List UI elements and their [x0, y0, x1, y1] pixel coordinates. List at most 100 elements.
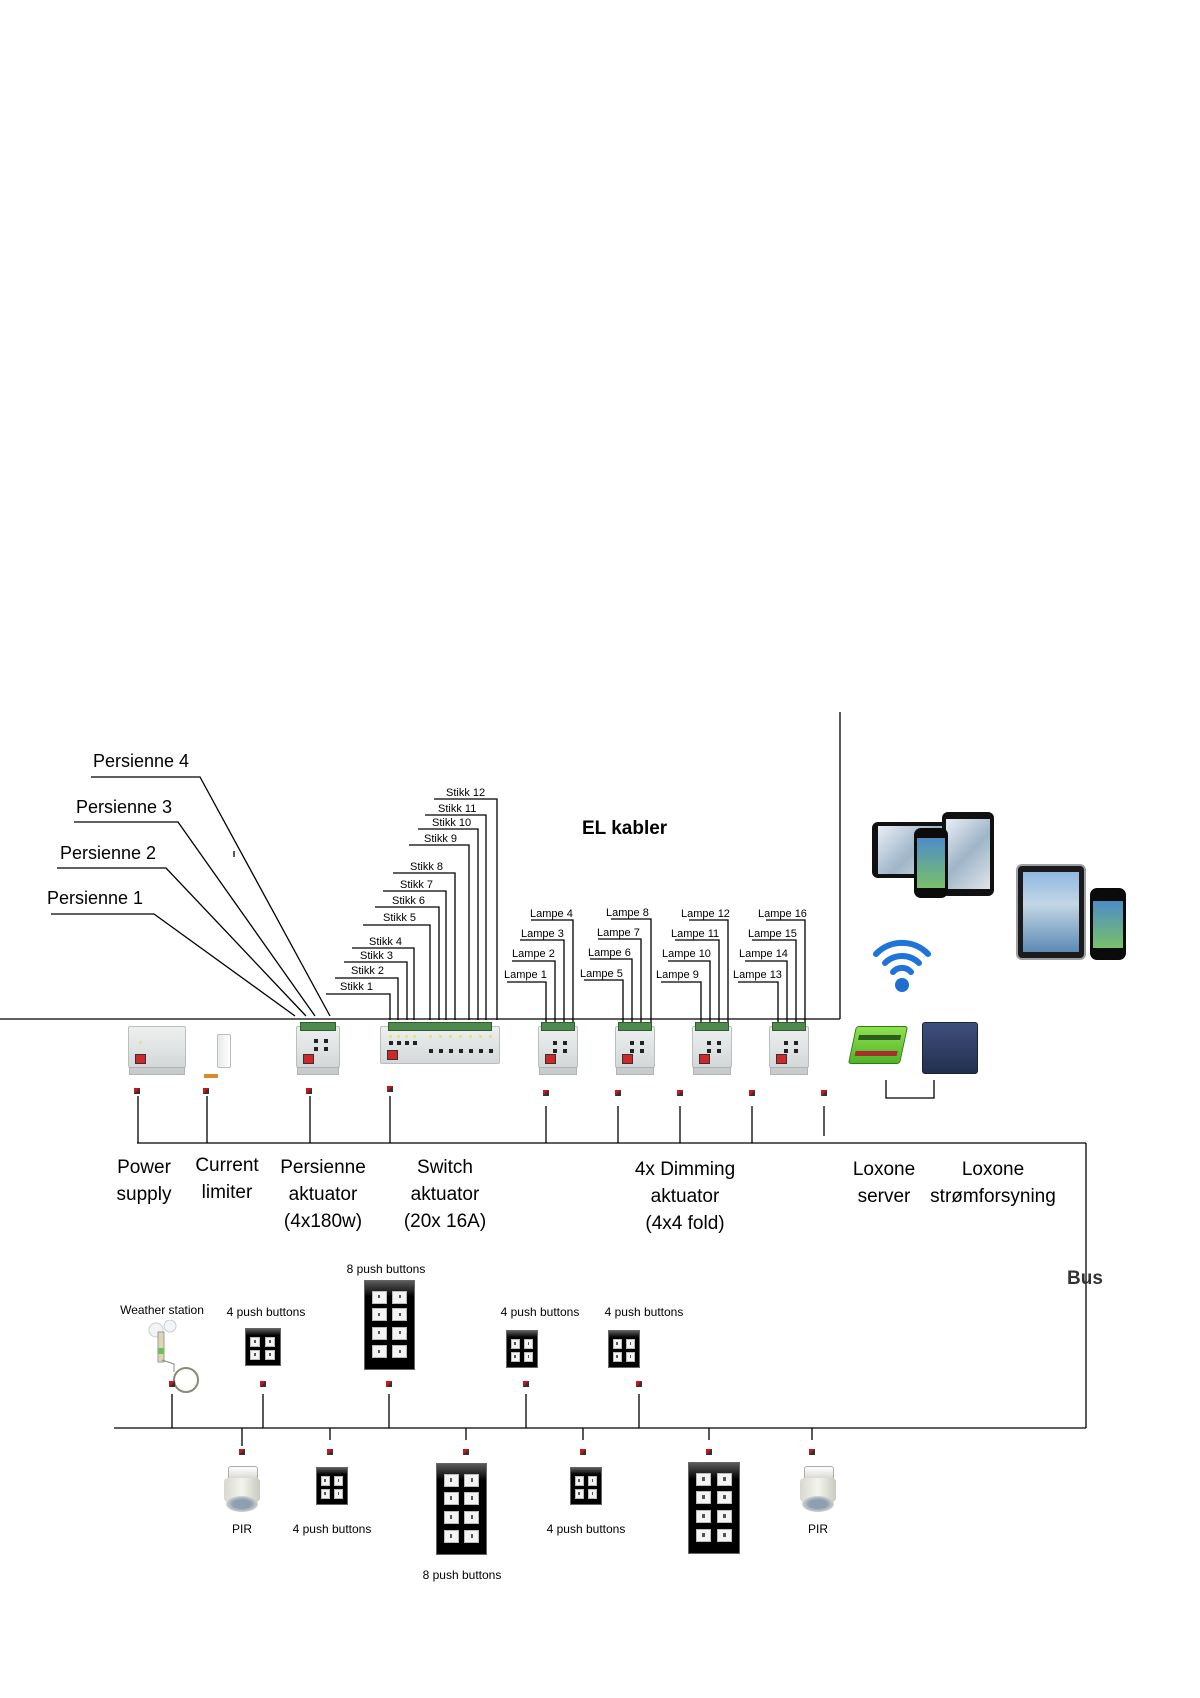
dimming-aktuator-3-device	[692, 1022, 732, 1075]
android-tablet-portrait-icon	[942, 812, 994, 896]
lampe-10-label: Lampe 10	[662, 948, 711, 960]
knx-connector-icon	[134, 1088, 140, 1094]
dimming-aktuator-2-device	[615, 1022, 655, 1075]
knx-connector-icon	[327, 1449, 333, 1455]
stikk-9-leader	[409, 844, 470, 1020]
stikk-2-leader	[335, 977, 399, 1020]
el-kabler-title: EL kabler	[582, 818, 668, 839]
stikk-7-label: Stikk 7	[400, 879, 434, 891]
persienne-1-label: Persienne 1	[47, 888, 144, 908]
ipad-icon	[1016, 864, 1086, 960]
stikk-8-leader	[393, 872, 456, 1020]
loxone-psu-device	[922, 1022, 978, 1074]
persienne-3-label: Persienne 3	[76, 797, 173, 817]
knx-connector-icon	[615, 1090, 621, 1096]
knx-connector-icon	[749, 1090, 755, 1096]
push-button-panel-8[interactable]	[436, 1463, 487, 1555]
lampe-7-label: Lampe 7	[597, 927, 640, 939]
push-button-panel-4[interactable]	[316, 1467, 348, 1505]
knx-connector-icon	[523, 1381, 529, 1387]
knx-connector-icon	[543, 1090, 549, 1096]
weather-station-icon	[148, 1320, 199, 1393]
stikk-5-label: Stikk 5	[383, 912, 417, 924]
knx-connector-icon	[260, 1381, 266, 1387]
stikk-8-label: Stikk 8	[410, 861, 444, 873]
lampe-6-label: Lampe 6	[588, 947, 631, 959]
stikk-11-label: Stikk 11	[438, 803, 477, 815]
iphone-icon	[1090, 888, 1126, 960]
switch-aktuator-device	[380, 1022, 500, 1064]
lampe-3-label: Lampe 3	[521, 928, 564, 940]
push-button-panel-8[interactable]	[688, 1462, 740, 1554]
knx-connector-icon	[706, 1449, 712, 1455]
knx-connector-icon	[169, 1381, 175, 1387]
stikk-10-leader	[418, 828, 479, 1020]
stikk-12-leader	[434, 798, 498, 1020]
stikk-12-label: Stikk 12	[446, 787, 486, 799]
push-button-panel-4[interactable]	[245, 1328, 281, 1366]
knx-connector-icon	[239, 1449, 245, 1455]
stikk-9-label: Stikk 9	[424, 833, 458, 845]
knx-connector-icon	[387, 1086, 393, 1092]
push-buttons-4-label: 4 push buttons	[546, 1522, 626, 1536]
lampe-8-label: Lampe 8	[606, 907, 649, 919]
knx-connector-icon	[463, 1449, 469, 1455]
current-limiter-tag	[204, 1074, 218, 1078]
push-button-panel-4[interactable]	[608, 1330, 640, 1368]
lampe-11-label: Lampe 11	[671, 928, 720, 940]
lampe-12-label: Lampe 12	[681, 908, 730, 920]
persienne-2-label: Persienne 2	[60, 843, 157, 863]
push-button-panel-4[interactable]	[570, 1467, 602, 1505]
push-buttons-4-label: 4 push buttons	[226, 1305, 306, 1319]
persienne-aktuator-device	[296, 1022, 340, 1075]
knx-connector-icon	[636, 1381, 642, 1387]
knx-connector-icon	[306, 1088, 312, 1094]
persienne-4-label: Persienne 4	[93, 751, 190, 771]
lampe-2-label: Lampe 2	[512, 948, 555, 960]
knx-connector-icon	[203, 1088, 209, 1094]
stikk-4-leader	[352, 947, 415, 1020]
push-buttons-4-label: 4 push buttons	[500, 1305, 580, 1319]
push-buttons-4-label: 4 push buttons	[292, 1522, 372, 1536]
pir-label: PIR	[807, 1522, 828, 1536]
push-button-panel-8[interactable]	[364, 1280, 415, 1370]
lampe-16-label: Lampe 16	[758, 908, 807, 920]
wifi-icon	[873, 939, 931, 992]
loxone-server-device	[847, 1026, 909, 1064]
persienne-3-leader	[74, 821, 316, 1017]
dimming-aktuator-1-device	[538, 1022, 578, 1075]
persienne-4-leader	[91, 776, 331, 1017]
push-buttons-4-label: 4 push buttons	[604, 1305, 684, 1319]
dimming-aktuator-4-device	[769, 1022, 809, 1075]
knx-connector-icon	[821, 1090, 827, 1096]
lampe-1-label: Lampe 1	[504, 969, 547, 981]
weather-station-label: Weather station	[120, 1303, 204, 1317]
android-phone-icon	[914, 828, 948, 898]
stikk-1-label: Stikk 1	[340, 981, 374, 993]
current-limiter-device	[217, 1034, 231, 1068]
stikk-2-label: Stikk 2	[351, 965, 385, 977]
push-button-panel-4[interactable]	[506, 1330, 538, 1368]
persienne-2-leader	[57, 867, 307, 1017]
lampe-14-label: Lampe 14	[739, 948, 788, 960]
lampe-15-label: Lampe 15	[748, 928, 797, 940]
lampe-13-label: Lampe 13	[733, 969, 782, 981]
stikk-6-leader	[375, 906, 440, 1020]
push-buttons-8-label: 8 push buttons	[346, 1262, 426, 1276]
stikk-5-leader	[363, 924, 431, 1020]
power-supply-device	[128, 1026, 186, 1075]
lampe-9-label: Lampe 9	[656, 969, 699, 981]
stikk-1-leader	[326, 993, 391, 1020]
stikk-11-leader	[425, 814, 487, 1020]
knx-connector-icon	[580, 1449, 586, 1455]
stikk-3-label: Stikk 3	[360, 950, 394, 962]
stikk-10-label: Stikk 10	[432, 817, 472, 829]
